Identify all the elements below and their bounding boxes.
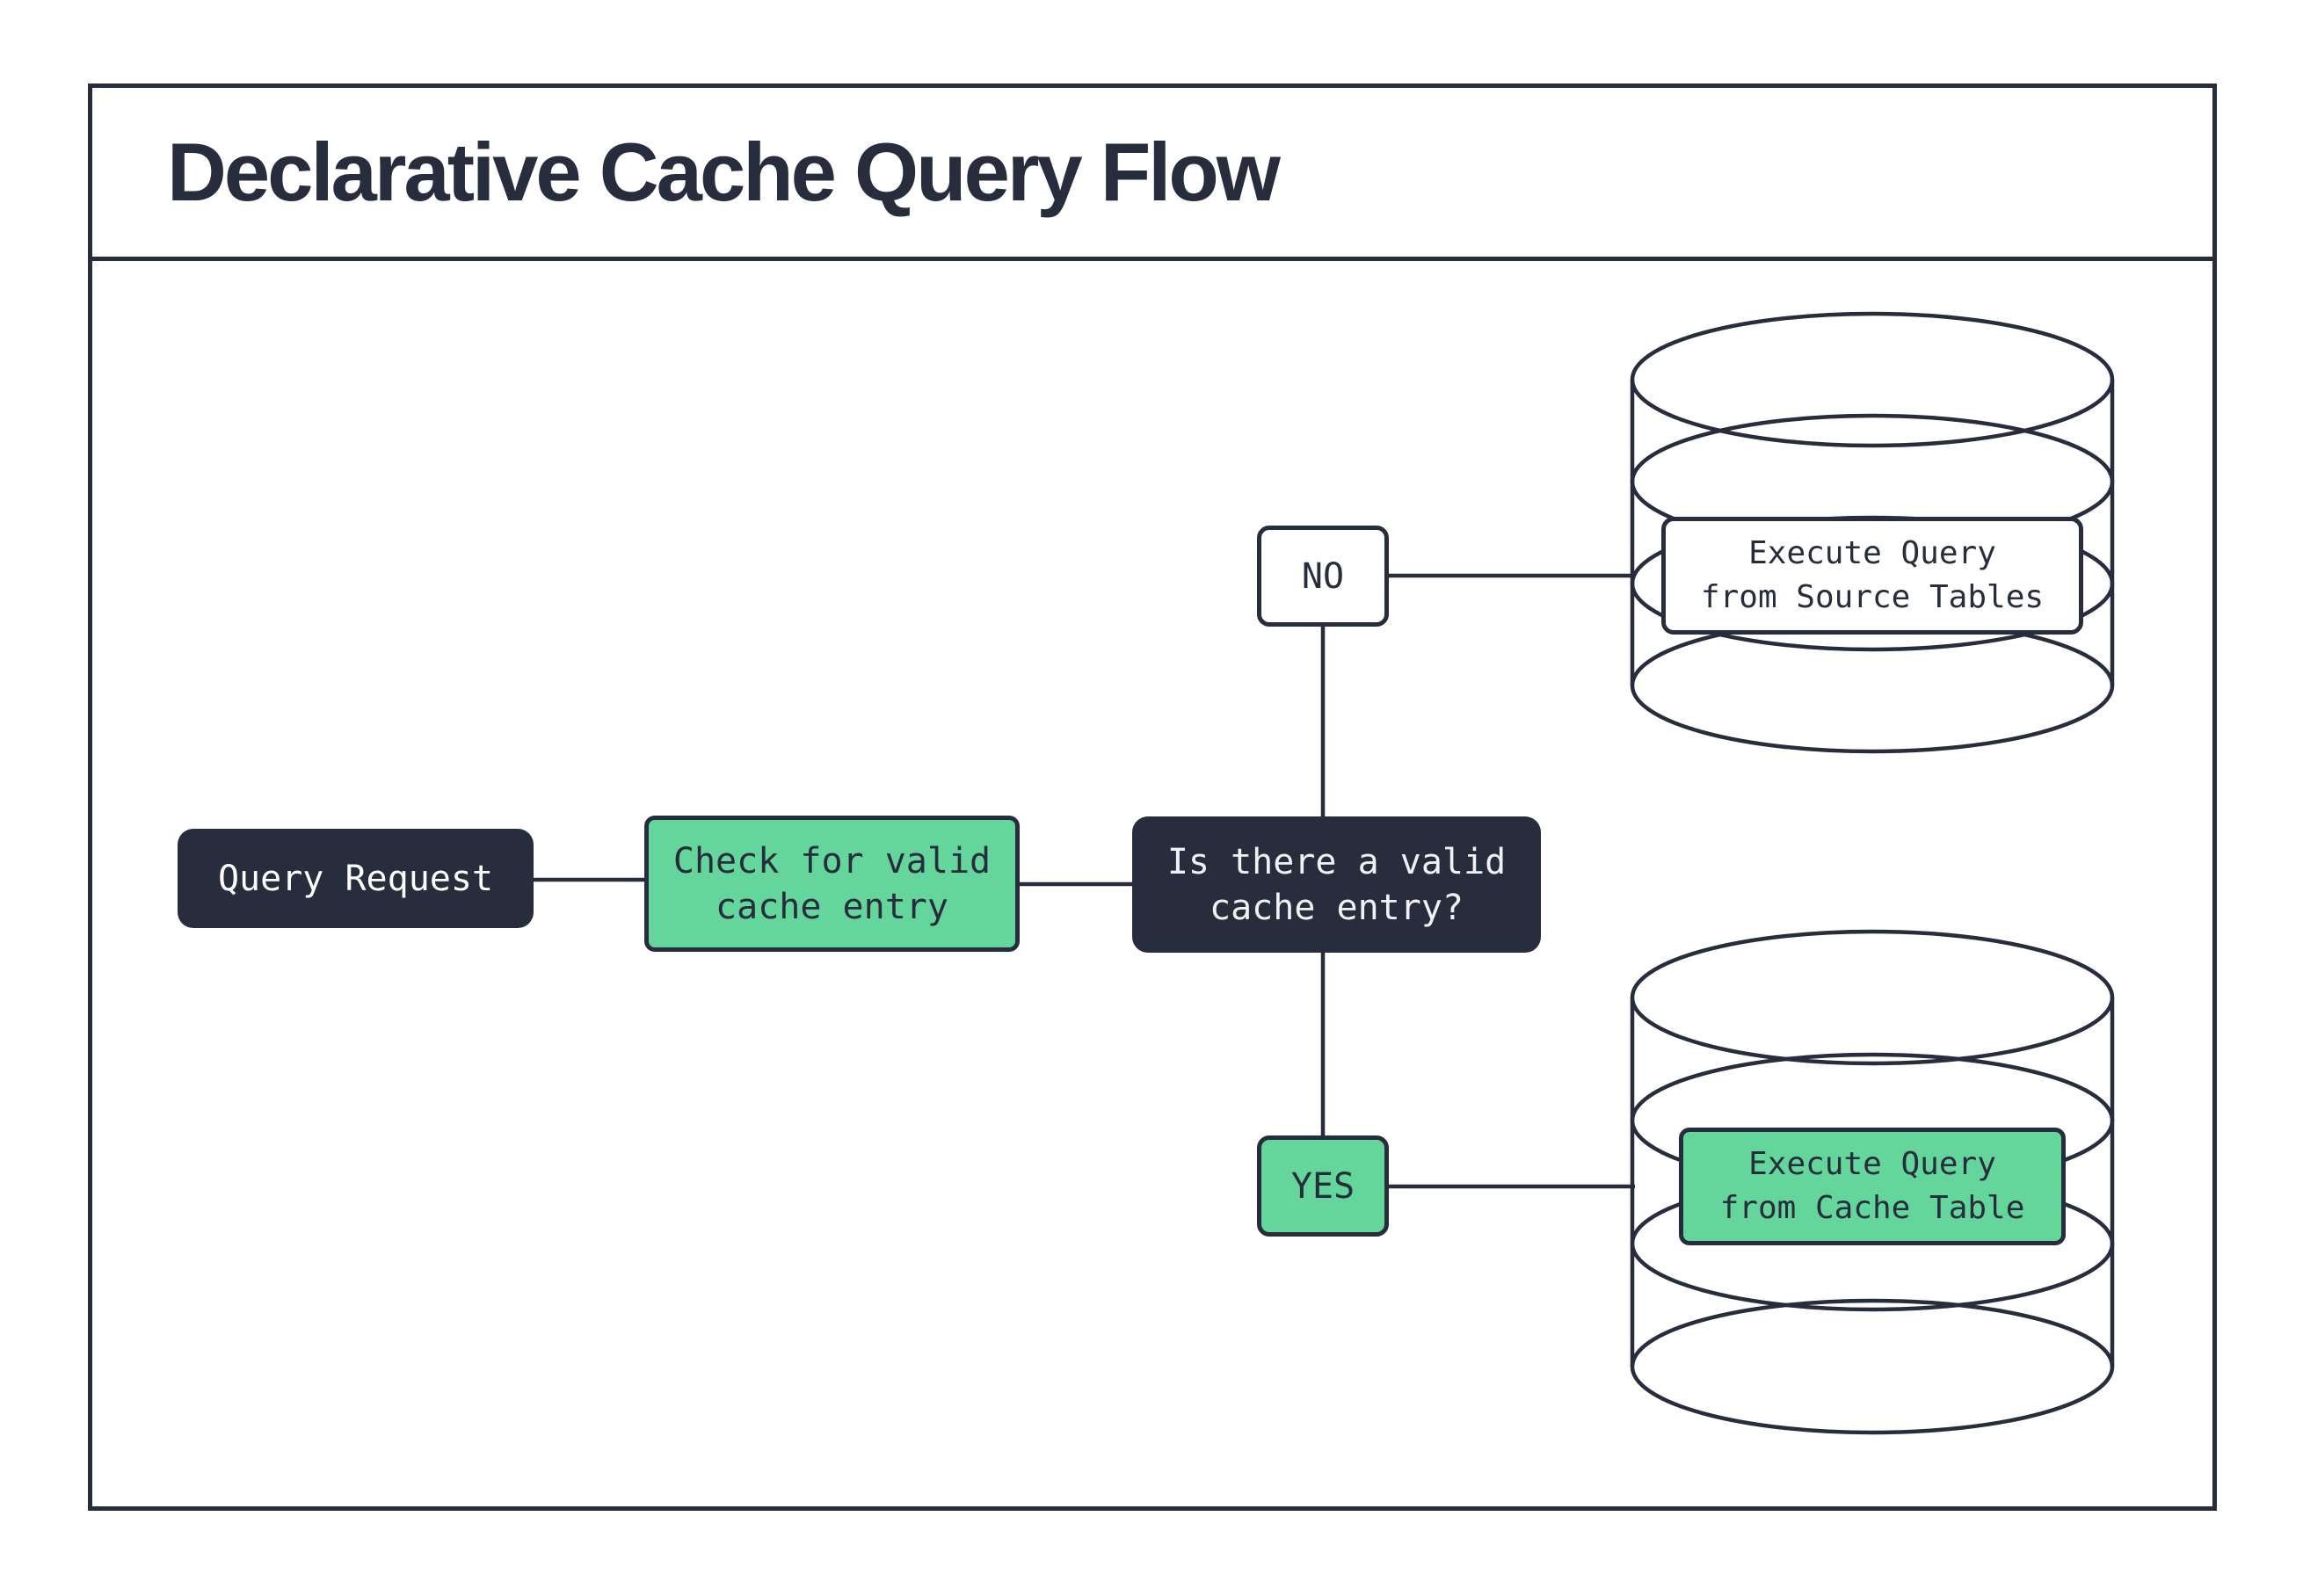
node-label: Execute Query [1748,1146,1996,1182]
diagram-frame: Declarative Cache Query Flow [88,83,2217,1511]
node-label: Query Request [217,858,494,899]
node-execute-cache-table: Execute Query from Cache Table [1679,1128,2066,1245]
node-label: cache entry? [1210,887,1464,928]
node-yes-branch: YES [1257,1135,1389,1237]
title-bar: Declarative Cache Query Flow [92,88,2212,261]
node-label: YES [1290,1165,1355,1207]
node-execute-source-tables: Execute Query from Source Tables [1661,517,2083,635]
node-label: from Source Tables [1700,579,2045,615]
node-label: cache entry [716,886,948,927]
node-query-request: Query Request [178,829,534,928]
node-label: NO [1301,555,1345,597]
node-label: Execute Query [1748,535,1996,571]
node-label: from Cache Table [1719,1190,2025,1226]
node-label: Check for valid [672,840,992,881]
page-title: Declarative Cache Query Flow [167,126,1281,218]
node-decision-valid-cache: Is there a valid cache entry? [1132,816,1541,953]
node-check-cache: Check for valid cache entry [644,816,1020,952]
node-label: Is there a valid [1166,841,1507,882]
node-no-branch: NO [1257,526,1389,627]
